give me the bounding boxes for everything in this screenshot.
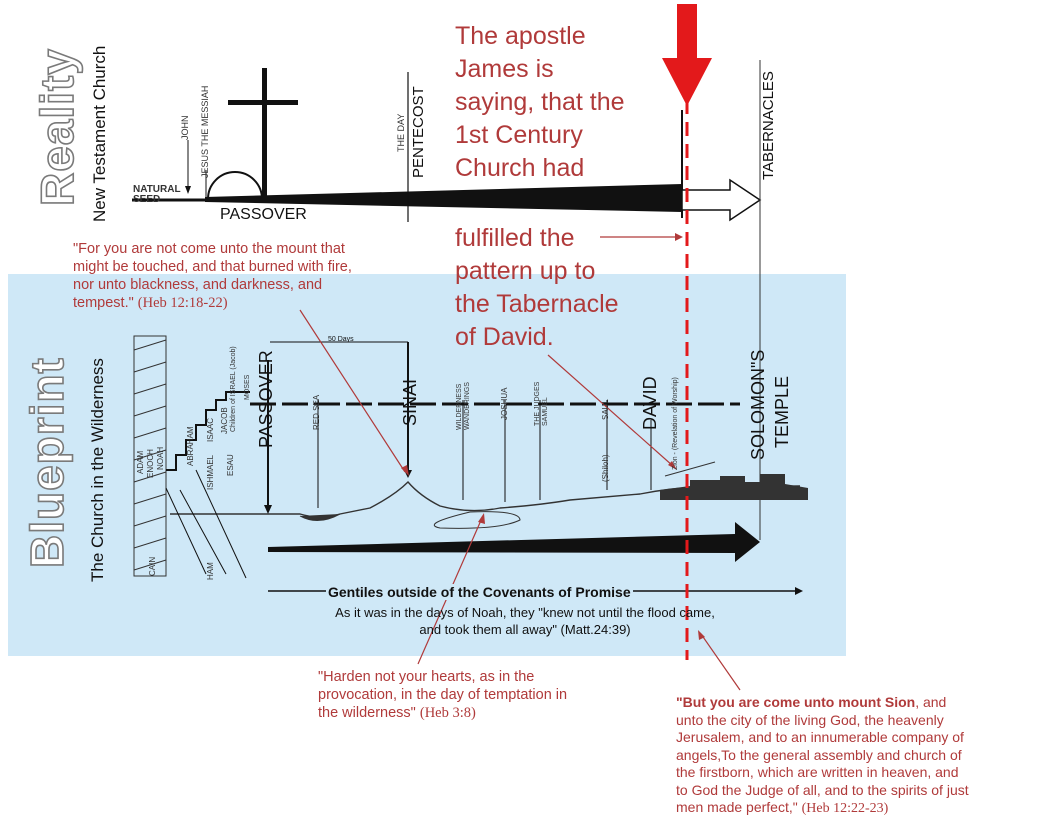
quote-heb-12-22: "But you are come unto mount Sion, and u… xyxy=(676,694,969,816)
ishmael-label: ISHMAEL xyxy=(206,454,215,490)
moses-label: MOSES xyxy=(244,374,251,400)
reality-subtitle: New Testament Church xyxy=(90,45,109,222)
zion-label: Zion - (Revelation of Worship) xyxy=(672,377,679,470)
tabernacles-label: TABERNACLES xyxy=(760,71,777,180)
gentiles-label: Gentiles outside of the Covenants of Pro… xyxy=(326,584,633,600)
cross-icon xyxy=(262,68,267,200)
enoch-label: ENOCH xyxy=(146,449,155,478)
blueprint-passover-label: PASSOVER xyxy=(256,350,276,448)
solomons-label: SOLOMON"S xyxy=(748,349,768,460)
adam-label: ADAM xyxy=(136,450,145,474)
joshua-label: JOSHUA xyxy=(500,387,509,420)
fifty-days-label: 50 Days xyxy=(328,336,354,343)
esau-label: ESAU xyxy=(226,454,235,476)
quote-heb-3-8: "Harden not your hearts, as in the provo… xyxy=(318,669,568,721)
shiloh-label: (Shiloh) xyxy=(601,454,610,482)
blueprint-heading: Blueprint xyxy=(20,356,74,568)
noah-quote: As it was in the days of Noah, they "kne… xyxy=(335,605,715,637)
blueprint-timeline xyxy=(133,335,808,595)
red-sea-label: RED SEA xyxy=(312,394,321,430)
temple-label: TEMPLE xyxy=(772,375,792,448)
abraham-label: ABRAHAM xyxy=(186,426,195,466)
the-day-label: THE DAY xyxy=(396,113,406,152)
noah-label: NOAH xyxy=(156,446,165,470)
judges-label: THE JUDGES SAMUEL xyxy=(534,381,549,426)
natural-seed-label: NATURAL SEED xyxy=(133,184,181,205)
isaac-label: ISAAC xyxy=(206,417,215,442)
reality-timeline xyxy=(132,60,762,540)
pentecost-label: PENTECOST xyxy=(410,86,427,178)
reality-passover-label: PASSOVER xyxy=(220,206,307,223)
quote-heb-12-18: "For you are not come unto the mount tha… xyxy=(73,241,352,311)
cain-label: CAIN xyxy=(148,556,157,576)
blueprint-subtitle: The Church in the Wilderness xyxy=(88,358,107,582)
reality-heading: Reality xyxy=(30,47,84,206)
jesus-label: JESUS THE MESSIAH xyxy=(200,85,210,178)
children-of-israel-label: Children of ISRAEL (Jacob) xyxy=(230,346,237,432)
ham-label: HAM xyxy=(206,562,215,580)
john-label: JOHN xyxy=(180,115,190,141)
headline-bottom: fulfilled the pattern up to the Tabernac… xyxy=(455,224,619,351)
david-label: DAVID xyxy=(640,376,660,430)
saul-label: SAUL xyxy=(601,399,610,420)
headline-top: The apostle James is saying, that the 1s… xyxy=(455,22,625,182)
sinai-label: SINAI xyxy=(400,378,420,426)
wilderness-label: WILDERNESS WANDERINGS xyxy=(456,382,471,430)
red-down-arrow-icon xyxy=(662,4,712,106)
jacob-label: JACOB xyxy=(220,407,229,434)
